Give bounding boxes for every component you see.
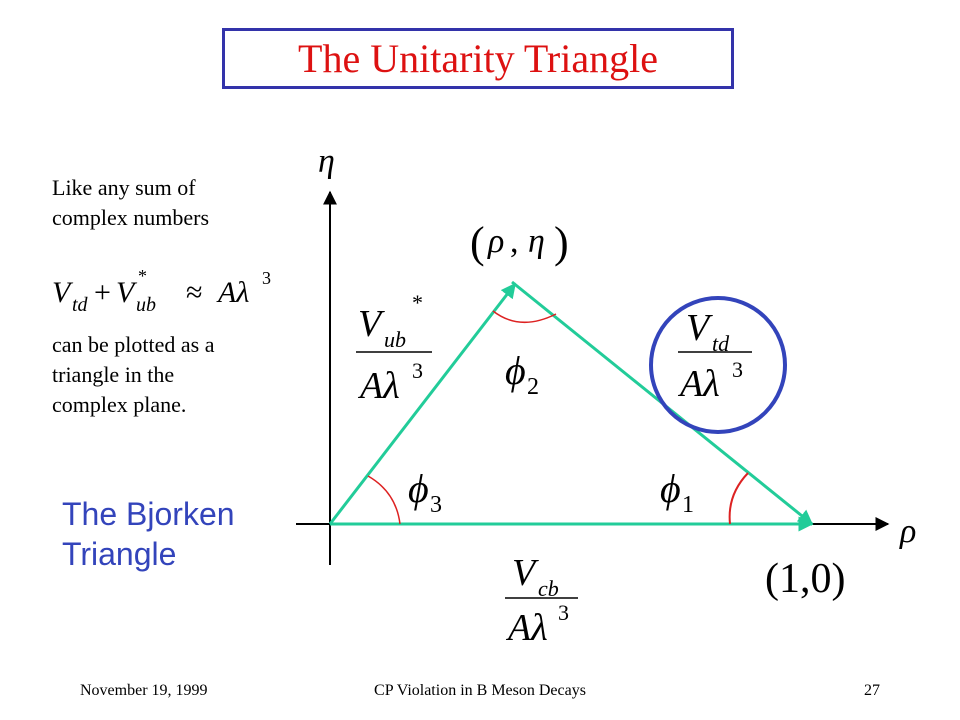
bjorken-line-2: Triangle [62,536,177,572]
page-title: The Unitarity Triangle [298,35,658,81]
apex-rho: ρ [487,223,504,260]
frac-right-den: Aλ [677,363,720,405]
phi3-symbol: ϕ [408,466,429,511]
apex-comma: , [510,223,519,260]
frac-bottom-den: Aλ [505,607,548,649]
phi1-symbol: ϕ [660,466,681,511]
footer-title: CP Violation in B Meson Decays [374,682,586,699]
eq-td-sub: td [72,294,89,316]
intro-line-5: complex plane. [52,392,187,417]
frac-bottom-sub: cb [538,576,559,601]
eq-approx: ≈ [186,276,202,309]
eq-v2: V [116,276,138,309]
frac-right-sub: td [712,331,730,356]
fraction-right: V td Aλ 3 [677,307,752,405]
frac-left-star: * [412,290,423,315]
arc-phi2 [492,310,557,324]
eq-cube: 3 [262,268,271,288]
frac-right-cube: 3 [732,357,743,382]
intro-line-3: can be plotted as a [52,332,215,357]
eta-axis-label: η [318,143,335,180]
frac-right-v: V [686,307,713,349]
arc-phi3 [367,475,401,525]
side-left [328,282,517,525]
intro-line-1: Like any sum of [52,175,196,200]
intro-text-2: can be plotted as a triangle in the comp… [52,330,312,420]
eq-star: * [138,266,147,286]
fraction-left: V * ub Aλ 3 [356,290,432,407]
bjorken-line-1: The Bjorken [62,496,235,532]
frac-left-sub: ub [384,327,406,352]
arc-phi1 [728,472,749,525]
frac-left-cube: 3 [412,358,423,383]
label-phi3: ϕ 3 [408,466,442,518]
phi2-sub: 2 [527,374,539,400]
frac-bottom-v: V [512,552,539,594]
intro-line-2: complex numbers [52,205,210,230]
intro-line-4: triangle in the [52,362,175,387]
apex-paren-open: ( [470,218,485,267]
phi1-sub: 1 [682,492,694,518]
apex-paren-close: ) [554,218,569,267]
label-phi2: ϕ 2 [505,348,539,400]
footer-page-number: 27 [864,682,880,699]
bjorken-label: The Bjorken Triangle [62,494,312,574]
base-point-label: (1,0) [765,556,845,602]
eq-v: V [52,276,74,309]
highlight-circle [649,296,787,434]
rho-axis-label: ρ [899,513,916,550]
frac-left-den: Aλ [357,365,400,407]
frac-left-v: V [358,303,385,345]
footer-date: November 19, 1999 [80,682,208,699]
eq-ub-sub: ub [136,294,156,316]
eq-a: Aλ [216,276,249,309]
eq-plus: + [94,276,111,309]
sum-equation: V td + V * ub ≈ Aλ 3 [52,266,271,316]
fraction-bottom: V cb Aλ 3 [505,552,578,649]
intro-text: Like any sum of complex numbers [52,173,312,233]
frac-bottom-cube: 3 [558,600,569,625]
apex-label: ( ρ , η ) [470,218,569,267]
label-phi1: ϕ 1 [660,466,694,518]
phi2-symbol: ϕ [505,348,526,393]
phi3-sub: 3 [430,492,442,518]
title-box: The Unitarity Triangle [222,28,734,89]
apex-eta: η [528,223,545,260]
